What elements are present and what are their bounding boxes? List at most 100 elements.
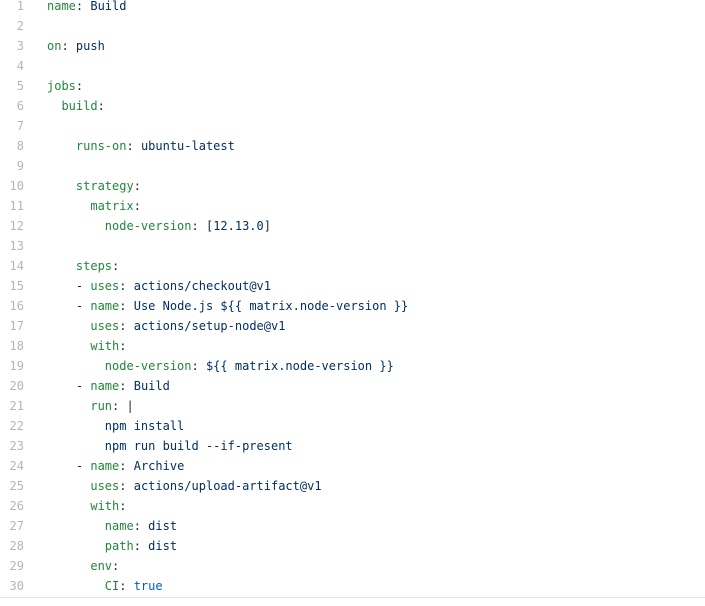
code-line: 20 - name: Build bbox=[0, 376, 705, 396]
code-line: 28 path: dist bbox=[0, 536, 705, 556]
punctuation bbox=[47, 499, 90, 513]
punctuation bbox=[47, 579, 105, 593]
line-number[interactable]: 27 bbox=[9, 519, 24, 533]
line-content: matrix: bbox=[24, 196, 141, 216]
code-line: 29 env: bbox=[0, 556, 705, 576]
code-line: 17 uses: actions/setup-node@v1 bbox=[0, 316, 705, 336]
line-number[interactable]: 18 bbox=[9, 339, 24, 353]
yaml-value: dist bbox=[148, 539, 178, 553]
line-number[interactable]: 21 bbox=[9, 399, 24, 413]
punctuation: : bbox=[112, 559, 120, 573]
yaml-value: ${{ matrix.node-version }} bbox=[205, 359, 394, 373]
code-line: 8 runs-on: ubuntu-latest bbox=[0, 136, 705, 156]
code-line: 16 - name: Use Node.js ${{ matrix.node-v… bbox=[0, 296, 705, 316]
yaml-key: with bbox=[90, 339, 120, 353]
line-number[interactable]: 16 bbox=[9, 299, 24, 313]
punctuation: : bbox=[119, 279, 134, 293]
punctuation: : bbox=[191, 359, 206, 373]
line-number[interactable]: 10 bbox=[9, 179, 24, 193]
line-content bbox=[24, 56, 47, 76]
code-line: 9 bbox=[0, 156, 705, 176]
yaml-key: on bbox=[47, 39, 62, 53]
punctuation: - bbox=[47, 299, 91, 313]
line-number[interactable]: 26 bbox=[9, 499, 24, 513]
yaml-value: Archive bbox=[133, 459, 185, 473]
line-number[interactable]: 28 bbox=[9, 539, 24, 553]
punctuation bbox=[47, 339, 90, 353]
line-number[interactable]: 15 bbox=[9, 279, 24, 293]
line-number[interactable]: 14 bbox=[9, 259, 24, 273]
yaml-value: true bbox=[133, 579, 163, 593]
punctuation: : bbox=[119, 579, 134, 593]
line-number[interactable]: 19 bbox=[9, 359, 24, 373]
punctuation bbox=[47, 519, 105, 533]
yaml-key: uses bbox=[90, 479, 120, 493]
line-number[interactable]: 20 bbox=[9, 379, 24, 393]
punctuation: : bbox=[75, 0, 91, 13]
punctuation: : bbox=[97, 99, 105, 113]
line-number[interactable]: 3 bbox=[16, 39, 24, 53]
line-number[interactable]: 25 bbox=[9, 479, 24, 493]
yaml-value: dist bbox=[148, 519, 178, 533]
punctuation: : bbox=[112, 399, 127, 413]
line-number[interactable]: 7 bbox=[16, 119, 24, 133]
line-number[interactable]: 8 bbox=[16, 139, 24, 153]
yaml-key: uses bbox=[90, 319, 120, 333]
punctuation bbox=[47, 539, 105, 553]
punctuation: : bbox=[133, 199, 141, 213]
line-number[interactable]: 24 bbox=[9, 459, 24, 473]
yaml-key: run bbox=[90, 399, 113, 413]
line-number[interactable]: 4 bbox=[16, 59, 24, 73]
line-content: jobs: bbox=[24, 76, 83, 96]
line-number[interactable]: 23 bbox=[9, 439, 24, 453]
line-content bbox=[24, 116, 47, 136]
yaml-key: env bbox=[90, 559, 113, 573]
code-line: 2 bbox=[0, 16, 705, 36]
line-content: name: Build bbox=[24, 0, 126, 16]
punctuation: : bbox=[119, 499, 127, 513]
line-number[interactable]: 5 bbox=[16, 79, 24, 93]
yaml-key: node-version bbox=[104, 219, 192, 233]
line-content: name: dist bbox=[24, 516, 177, 536]
line-number[interactable]: 11 bbox=[9, 199, 24, 213]
line-number[interactable]: 17 bbox=[9, 319, 24, 333]
yaml-key: node-version bbox=[104, 359, 192, 373]
line-content: run: | bbox=[24, 396, 134, 416]
yaml-key: matrix bbox=[90, 199, 134, 213]
line-number[interactable]: 9 bbox=[16, 159, 24, 173]
punctuation: | bbox=[126, 399, 134, 413]
yaml-value: Use Node.js ${{ matrix.node-version }} bbox=[133, 299, 409, 313]
yaml-value: npm run build --if-present bbox=[104, 439, 293, 453]
yaml-key: path bbox=[104, 539, 134, 553]
code-line: 6 build: bbox=[0, 96, 705, 116]
code-line: 13 bbox=[0, 236, 705, 256]
punctuation: : bbox=[119, 479, 134, 493]
punctuation: : bbox=[75, 79, 84, 93]
yaml-key: name bbox=[47, 0, 76, 13]
punctuation bbox=[47, 439, 105, 453]
line-number[interactable]: 30 bbox=[9, 579, 24, 593]
yaml-key: name bbox=[104, 519, 134, 533]
yaml-value: 12.13.0 bbox=[213, 219, 264, 233]
line-content bbox=[24, 156, 47, 176]
yaml-key: name bbox=[90, 459, 120, 473]
line-content: build: bbox=[24, 96, 105, 116]
line-number[interactable]: 12 bbox=[9, 219, 24, 233]
line-number[interactable]: 6 bbox=[16, 99, 24, 113]
yaml-value: actions/checkout@v1 bbox=[133, 279, 271, 293]
line-number[interactable]: 29 bbox=[9, 559, 24, 573]
line-number[interactable]: 22 bbox=[9, 419, 24, 433]
yaml-key: strategy bbox=[75, 179, 134, 193]
punctuation: : bbox=[191, 219, 206, 233]
line-content: node-version: ${{ matrix.node-version }} bbox=[24, 356, 394, 376]
line-content bbox=[24, 236, 47, 256]
code-line: 14 steps: bbox=[0, 256, 705, 276]
punctuation: : bbox=[61, 39, 76, 53]
line-number[interactable]: 13 bbox=[9, 239, 24, 253]
yaml-key: uses bbox=[90, 279, 120, 293]
line-number[interactable]: 1 bbox=[16, 0, 24, 13]
line-content: - uses: actions/checkout@v1 bbox=[24, 276, 271, 296]
line-number[interactable]: 2 bbox=[16, 19, 24, 33]
